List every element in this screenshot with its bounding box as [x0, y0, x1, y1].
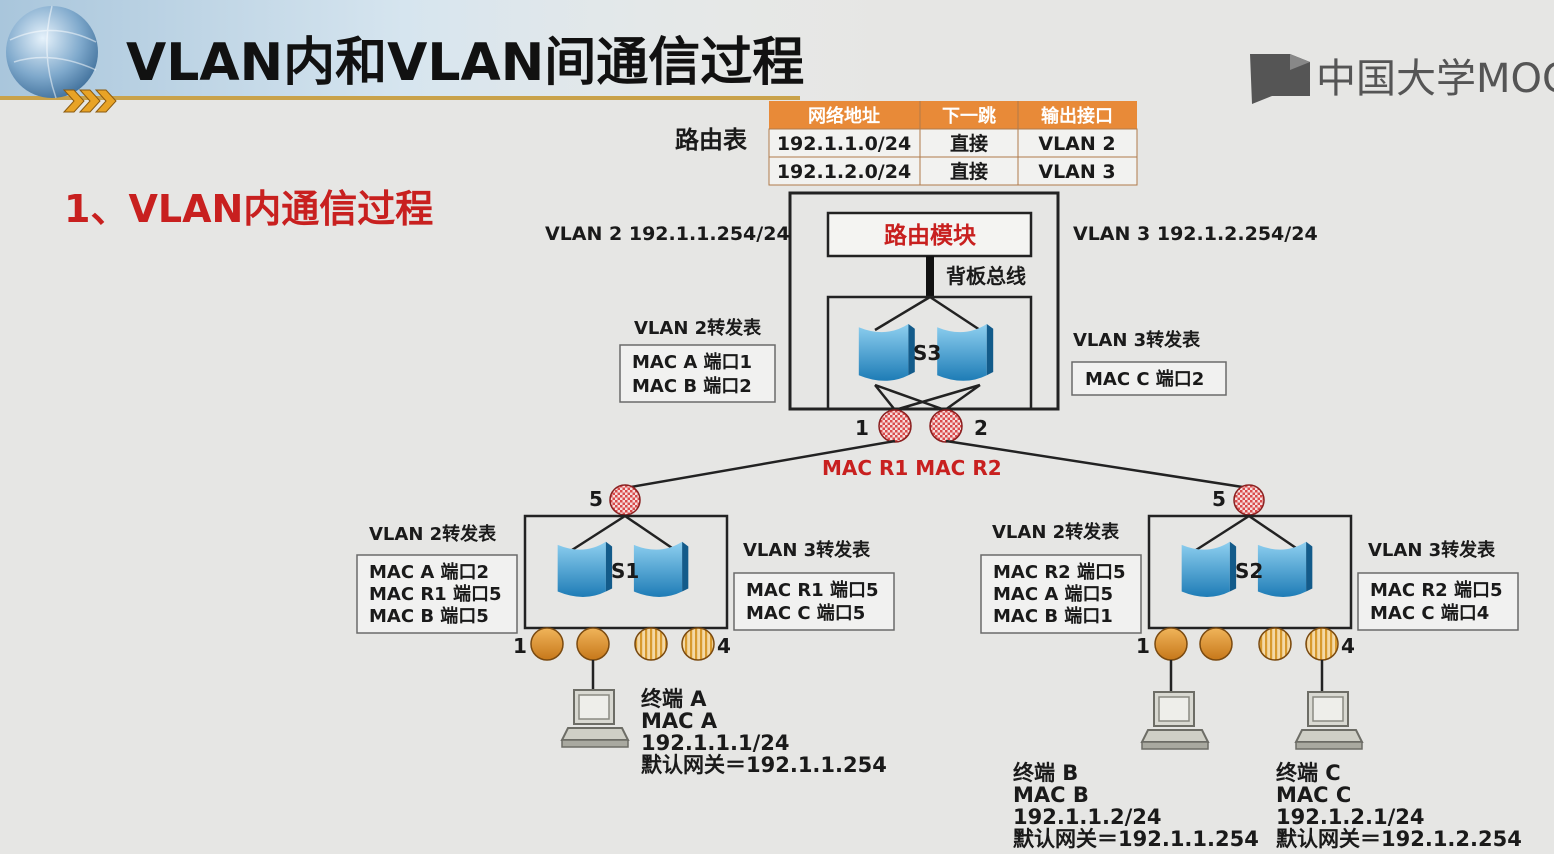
s1-label: S1 [611, 559, 639, 583]
table-cell: 192.1.2.0/24 [777, 161, 911, 183]
vlan3-interface-label: VLAN 3 192.1.2.254/24 [1073, 223, 1318, 245]
backplane-label: 背板总线 [946, 264, 1026, 288]
s3-port-1-label: 1 [855, 416, 869, 440]
s2-vlan2-table-title: VLAN 2转发表 [992, 521, 1120, 543]
header-band [0, 0, 900, 100]
table-row: MAC A 端口5 [993, 584, 1113, 605]
table-row: MAC R2 端口5 [993, 562, 1126, 583]
table-cell: VLAN 3 [1038, 161, 1115, 183]
s2-port-3 [1258, 627, 1292, 661]
s1-vlan2-table-title: VLAN 2转发表 [369, 523, 497, 545]
s3-vlan3-table [1071, 361, 1227, 396]
s3-vlan2-table [619, 344, 776, 403]
s2-port-5-label: 5 [1212, 487, 1226, 511]
table-cell: 直接 [950, 132, 988, 155]
terminal-c-icon [1295, 691, 1363, 750]
table-cell: 直接 [950, 160, 988, 183]
routing-module [826, 211, 1033, 258]
table-cell: VLAN 2 [1038, 133, 1115, 155]
s2-label: S2 [1235, 559, 1263, 583]
arrow-chevrons-icon [62, 89, 117, 113]
terminal-a-name: 终端 A [641, 687, 707, 711]
table-row: MAC A 端口1 [632, 352, 752, 373]
terminal-c-ip: 192.1.2.1/24 [1276, 805, 1425, 829]
s1-port-first-label: 1 [513, 634, 527, 658]
header-rule [0, 96, 800, 100]
s2-vlan3-table-title: VLAN 3转发表 [1368, 539, 1496, 561]
terminal-b-gateway: 默认网关＝192.1.1.254 [1013, 827, 1259, 851]
s2-port-4 [1305, 627, 1339, 661]
table-row: MAC R2 端口5 [1370, 580, 1503, 601]
s1-internal-links [571, 514, 676, 552]
router-mac-label: MAC R1 MAC R2 [822, 456, 1002, 480]
page-title: VLAN内和VLAN间通信过程 [126, 33, 804, 93]
routing-module-label: 路由模块 [884, 222, 976, 249]
logo-text: 中国大学MOC [1316, 56, 1554, 102]
s3-vlan2-table-title: VLAN 2转发表 [634, 317, 762, 339]
terminal-b-icon [1141, 691, 1209, 750]
s2-port-first-label: 1 [1136, 634, 1150, 658]
vlan2-interface-label: VLAN 2 192.1.1.254/24 [545, 223, 790, 245]
routing-table-label: 路由表 [675, 126, 748, 154]
table-row: MAC C 端口2 [1085, 369, 1204, 390]
table-cell: 192.1.1.0/24 [777, 133, 911, 155]
s1-port-5 [609, 484, 641, 516]
section-heading: 1、VLAN内通信过程 [64, 187, 433, 231]
terminal-c-gateway: 默认网关＝192.1.2.254 [1276, 827, 1522, 851]
s2-port-5 [1233, 484, 1265, 516]
s1-port-4 [681, 627, 715, 661]
s2-vlan3-table [1357, 572, 1519, 631]
terminal-a-ip: 192.1.1.1/24 [641, 731, 790, 755]
s1-vlan3-table-title: VLAN 3转发表 [743, 539, 871, 561]
col-network: 网络地址 [808, 105, 880, 127]
terminal-a-icon [561, 689, 629, 748]
s1-port-1 [530, 627, 564, 661]
s3-port-2-label: 2 [974, 416, 988, 440]
table-row: MAC R1 端口5 [369, 584, 502, 605]
s3-label: S3 [913, 341, 941, 365]
table-row: MAC B 端口1 [993, 606, 1113, 627]
uplink-s2 [945, 439, 1250, 490]
terminal-c-mac: MAC C [1276, 783, 1351, 807]
backplane-bus [926, 256, 934, 296]
terminal-b-ip: 192.1.1.2/24 [1013, 805, 1162, 829]
table-row: MAC B 端口2 [632, 376, 752, 397]
terminal-a-mac: MAC A [641, 709, 718, 733]
table-row: MAC R1 端口5 [746, 580, 879, 601]
s2-port-last-label: 4 [1341, 634, 1355, 658]
col-interface: 输出接口 [1041, 105, 1113, 127]
s1-port-last-label: 4 [717, 634, 731, 658]
terminal-b-mac: MAC B [1013, 783, 1089, 807]
terminal-b-name: 终端 B [1013, 761, 1078, 785]
s2-port-1 [1154, 627, 1188, 661]
mooc-logo: 中国大学MOC [1250, 54, 1554, 104]
uplink-s1 [624, 439, 896, 490]
table-row: MAC C 端口5 [746, 603, 865, 624]
s2-port-2 [1199, 627, 1233, 661]
s1-vlan3-table [733, 572, 895, 631]
globe-icon [6, 6, 98, 98]
col-next-hop: 下一跳 [942, 105, 996, 127]
s3-internal-links [874, 295, 981, 412]
s2-internal-links [1195, 514, 1300, 552]
routing-table-header [769, 101, 1137, 129]
s1-vlan2-table [356, 554, 518, 634]
s2-vlan2-table [980, 554, 1142, 634]
s1-port-3 [634, 627, 668, 661]
table-row: MAC A 端口2 [369, 562, 489, 583]
terminal-c-name: 终端 C [1276, 761, 1341, 785]
globe-lines [9, 5, 97, 99]
s3-port-1 [878, 409, 912, 443]
s3-vlan3-table-title: VLAN 3转发表 [1073, 329, 1201, 351]
s1-port-2 [576, 627, 610, 661]
s1-port-5-label: 5 [589, 487, 603, 511]
s3-port-2 [929, 409, 963, 443]
table-row: MAC C 端口4 [1370, 603, 1489, 624]
terminal-a-gateway: 默认网关＝192.1.1.254 [641, 753, 887, 777]
routing-table: 网络地址 下一跳 输出接口 192.1.1.0/24 直接 VLAN 2 192… [768, 101, 1138, 186]
table-row: MAC B 端口5 [369, 606, 489, 627]
